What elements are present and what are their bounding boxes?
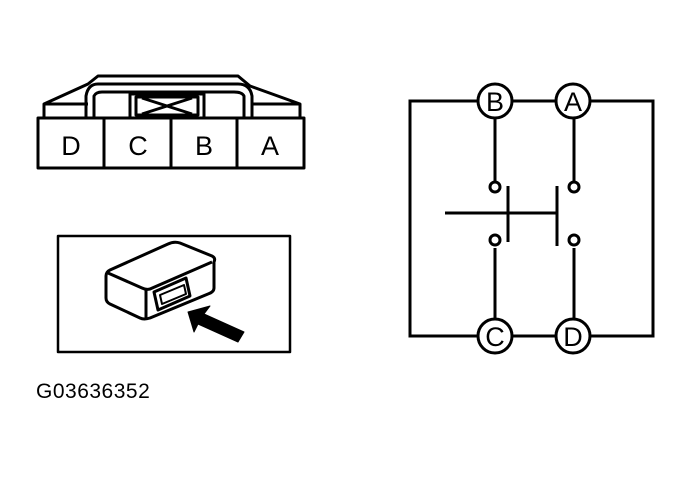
connector-latch-inner (92, 90, 246, 118)
terminal-label: B (486, 87, 504, 117)
terminal-label: C (485, 322, 505, 352)
connector-latch-tab-inner (134, 95, 200, 117)
schematic-outer-wire (590, 99, 655, 338)
connector-face (36, 74, 306, 170)
switch-contact (567, 180, 581, 194)
terminal-c-circle (476, 317, 514, 355)
terminal-label: D (563, 322, 583, 352)
connector-pin-label: C (128, 131, 148, 161)
connector-pin-label: A (261, 131, 279, 161)
arrow-icon (187, 305, 245, 343)
terminal-a-circle (554, 82, 592, 120)
module-connector-plug (152, 276, 192, 312)
switch-module (104, 240, 217, 321)
switch-schematic (408, 82, 655, 355)
schematic-outer-wire (408, 99, 478, 338)
switch-contact (488, 233, 502, 247)
connector-pin-label: B (195, 131, 213, 161)
connector-latch-hood (84, 82, 254, 118)
switch-contact (567, 233, 581, 247)
figure-code: G03636352 (36, 380, 151, 403)
terminal-label: A (564, 87, 582, 117)
connector-pin-label: D (61, 131, 81, 161)
switch-contact (488, 180, 502, 194)
terminal-d-circle (554, 317, 592, 355)
component-locator (56, 234, 292, 354)
locator-frame (56, 234, 292, 354)
terminal-b-circle (476, 82, 514, 120)
